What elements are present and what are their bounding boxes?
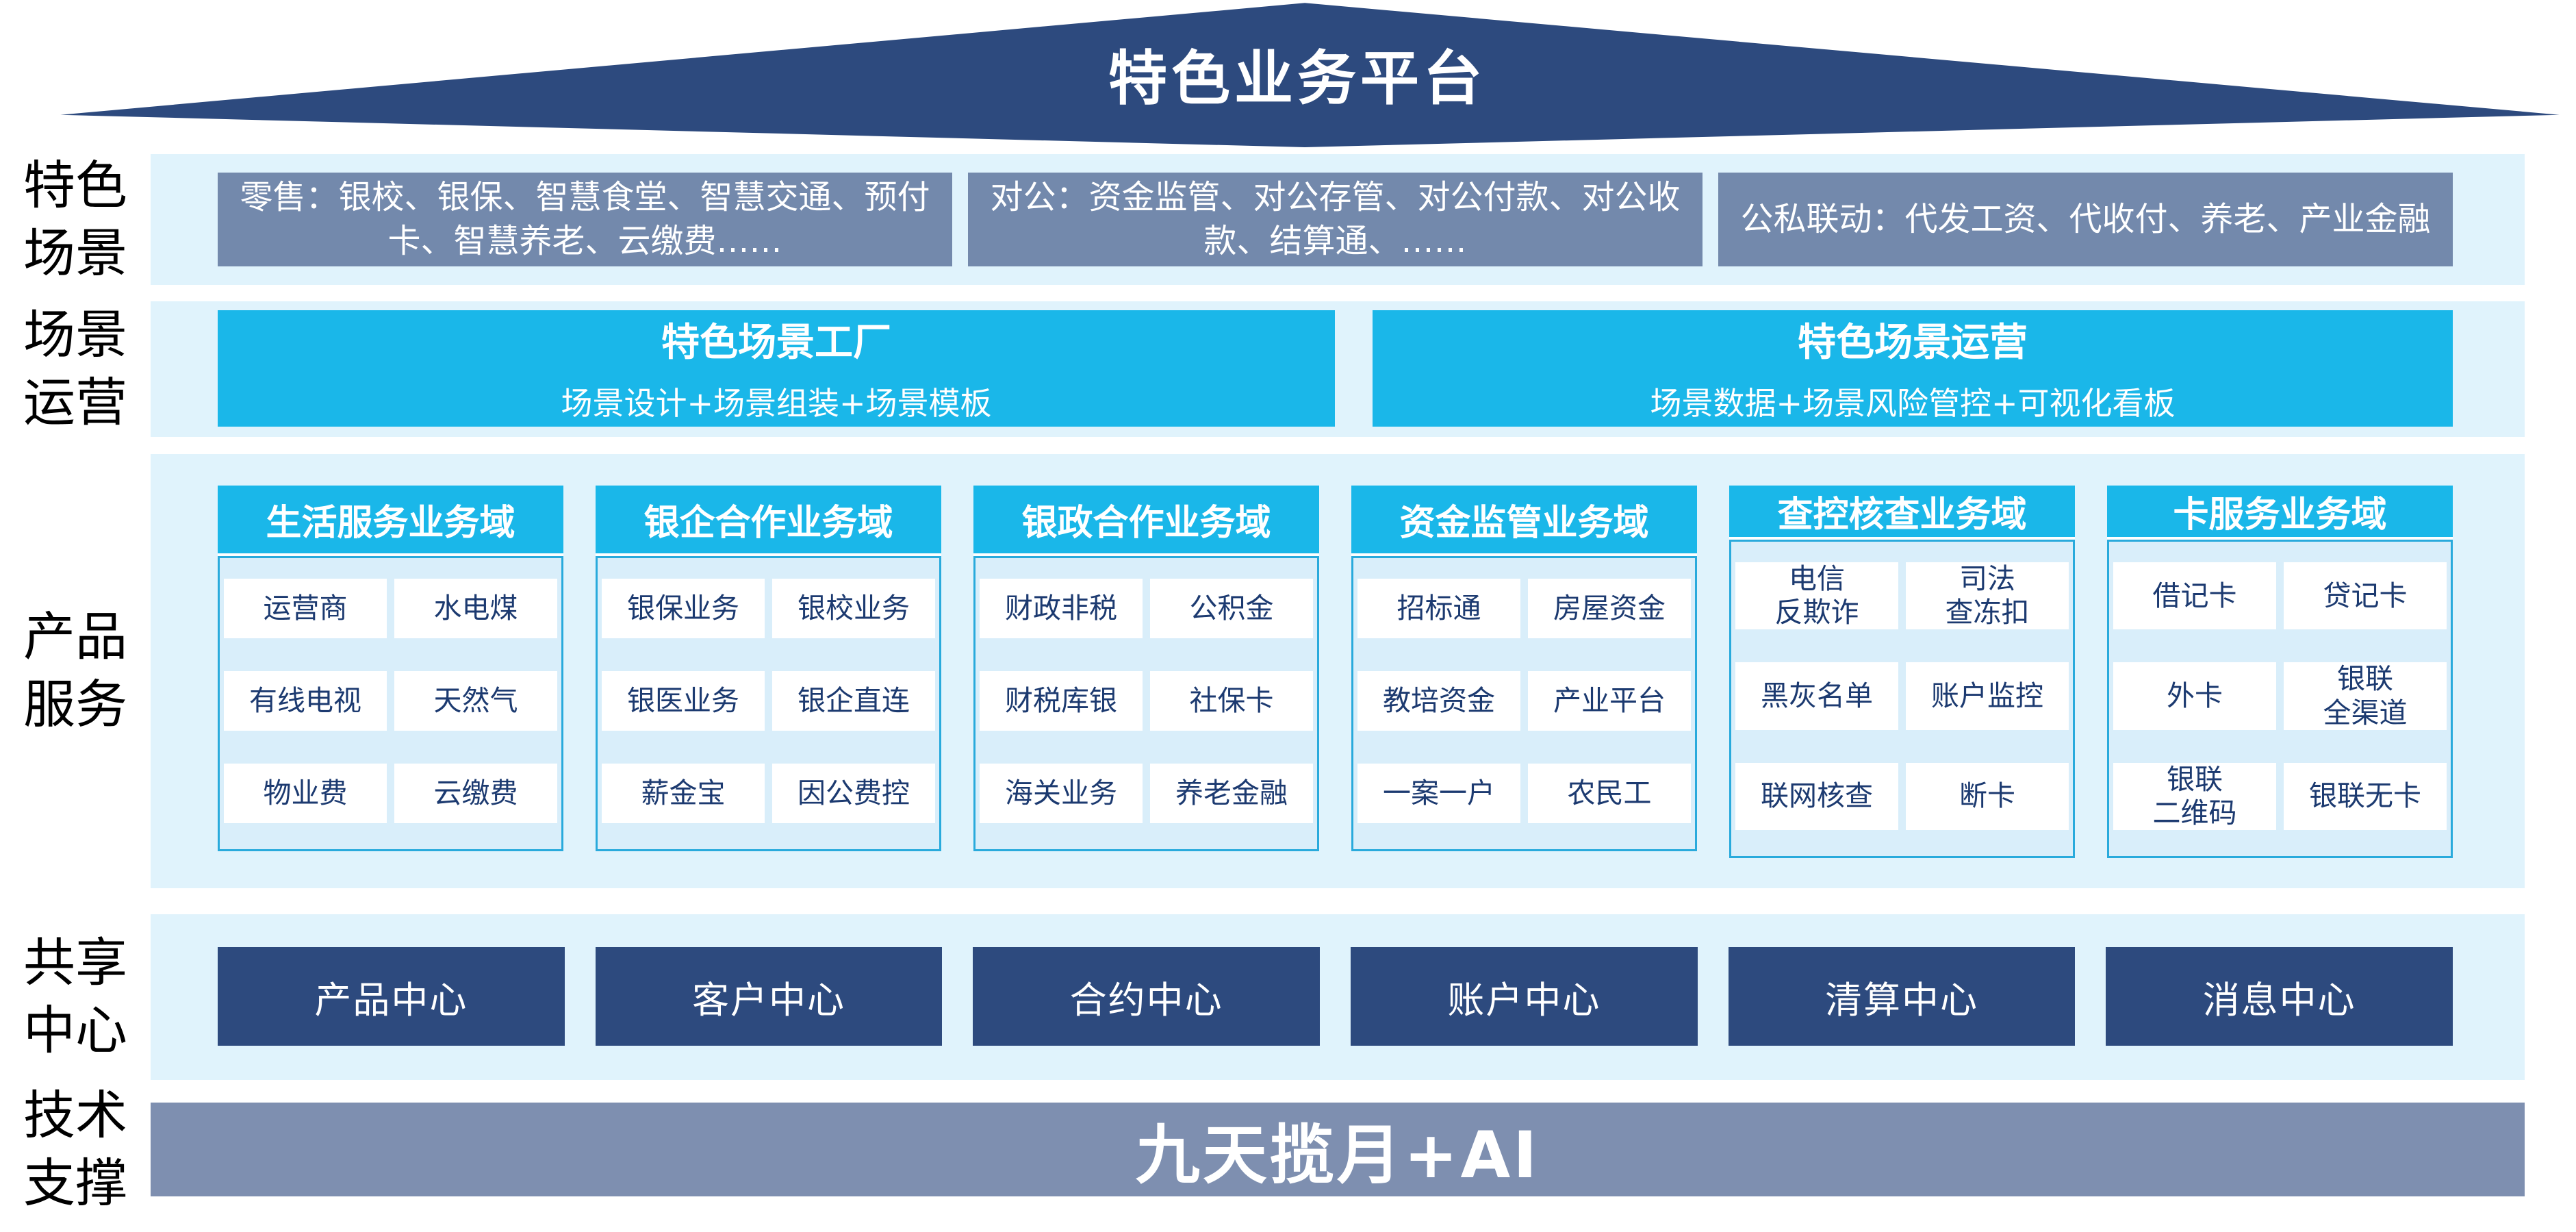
domain-cell: 产业平台 bbox=[1528, 671, 1691, 731]
scene-operation-title: 特色场景运营 bbox=[1798, 320, 2028, 365]
scene-factory-box: 特色场景工厂 场景设计+场景组装+场景模板 bbox=[218, 310, 1335, 427]
scene-operation-box: 特色场景运营 场景数据+场景风险管控+可视化看板 bbox=[1373, 310, 2453, 427]
domain-cell: 银企直连 bbox=[772, 671, 935, 731]
domain-cell: 银联 全渠道 bbox=[2284, 662, 2447, 730]
scene-operation-subtitle: 场景数据+场景风险管控+可视化看板 bbox=[1650, 385, 2176, 423]
domain-cell: 银联 二维码 bbox=[2113, 762, 2276, 831]
domain-header: 查控核查业务域 bbox=[1729, 486, 2075, 537]
domain-body: 财政非税 公积金 财税库银 社保卡 海关业务 养老金融 bbox=[973, 556, 1319, 851]
scene-factory-subtitle: 场景设计+场景组装+场景模板 bbox=[561, 385, 992, 423]
shared-centers-band: 产品中心 客户中心 合约中心 账户中心 清算中心 消息中心 bbox=[151, 914, 2525, 1080]
domain-cell: 教培资金 bbox=[1357, 671, 1520, 731]
domain-cell: 物业费 bbox=[224, 764, 387, 823]
domain-cell: 社保卡 bbox=[1150, 671, 1313, 731]
center-box-contract: 合约中心 bbox=[973, 947, 1321, 1046]
operations-band: 特色场景工厂 场景设计+场景组装+场景模板 特色场景运营 场景数据+场景风险管控… bbox=[151, 301, 2525, 437]
domain-cell: 运营商 bbox=[224, 579, 387, 638]
domain-column-bank-government: 银政合作业务域 财政非税 公积金 财税库银 社保卡 海关业务 养老金融 bbox=[973, 486, 1319, 851]
center-box-product: 产品中心 bbox=[218, 947, 565, 1046]
center-box-customer: 客户中心 bbox=[595, 947, 943, 1046]
domain-cell: 银联无卡 bbox=[2284, 762, 2447, 831]
domain-cell: 联网核查 bbox=[1735, 762, 1898, 831]
domain-cell: 有线电视 bbox=[224, 671, 387, 731]
domain-cell: 银校业务 bbox=[772, 579, 935, 638]
domain-header: 卡服务业务域 bbox=[2107, 486, 2453, 537]
domain-header: 银企合作业务域 bbox=[596, 486, 941, 553]
domain-cell: 海关业务 bbox=[980, 764, 1143, 823]
products-band: 生活服务业务域 运营商 水电煤 有线电视 天然气 物业费 云缴费 银企合作业务域… bbox=[151, 454, 2525, 888]
domain-cell: 银医业务 bbox=[602, 671, 765, 731]
center-box-account: 账户中心 bbox=[1351, 947, 1698, 1046]
domain-cell: 养老金融 bbox=[1150, 764, 1313, 823]
side-label-scenarios: 特色 场景 bbox=[23, 154, 127, 284]
domain-body: 招标通 房屋资金 教培资金 产业平台 一案一户 农民工 bbox=[1351, 556, 1697, 851]
domain-column-card-services: 卡服务业务域 借记卡 贷记卡 外卡 银联 全渠道 银联 二维码 银联无卡 bbox=[2107, 486, 2453, 859]
domain-cell: 财税库银 bbox=[980, 671, 1143, 731]
platform-title: 特色业务平台 bbox=[1108, 45, 1486, 113]
center-box-message: 消息中心 bbox=[2106, 947, 2453, 1046]
center-box-clearing: 清算中心 bbox=[1728, 947, 2076, 1046]
domain-body: 银保业务 银校业务 银医业务 银企直连 薪金宝 因公费控 bbox=[596, 556, 941, 851]
domain-cell: 天然气 bbox=[394, 671, 557, 731]
domain-cell: 黑灰名单 bbox=[1735, 662, 1898, 730]
domain-body: 运营商 水电煤 有线电视 天然气 物业费 云缴费 bbox=[218, 556, 563, 851]
domain-cell: 外卡 bbox=[2113, 662, 2276, 730]
side-label-operations: 场景 运营 bbox=[23, 304, 127, 433]
domain-cell: 银保业务 bbox=[602, 579, 765, 638]
tech-support-title: 九天揽月+AI bbox=[1135, 1118, 1540, 1193]
domain-body: 借记卡 贷记卡 外卡 银联 全渠道 银联 二维码 银联无卡 bbox=[2107, 540, 2453, 859]
domain-cell: 财政非税 bbox=[980, 579, 1143, 638]
scenarios-band: 零售：银校、银保、智慧食堂、智慧交通、预付卡、智慧养老、云缴费…… 对公：资金监… bbox=[151, 154, 2525, 285]
domain-cell: 司法 查冻扣 bbox=[1906, 562, 2069, 630]
domain-column-bank-enterprise: 银企合作业务域 银保业务 银校业务 银医业务 银企直连 薪金宝 因公费控 bbox=[596, 486, 941, 851]
domain-cell: 断卡 bbox=[1906, 762, 2069, 831]
domain-cell: 招标通 bbox=[1357, 579, 1520, 638]
roof-banner: 特色业务平台 bbox=[27, 0, 2567, 147]
side-label-shared-centers: 共享 中心 bbox=[23, 932, 127, 1061]
domain-cell: 公积金 bbox=[1150, 579, 1313, 638]
domain-column-life-services: 生活服务业务域 运营商 水电煤 有线电视 天然气 物业费 云缴费 bbox=[218, 486, 563, 851]
domain-cell: 电信 反欺诈 bbox=[1735, 562, 1898, 630]
domain-column-inspection-verification: 查控核查业务域 电信 反欺诈 司法 查冻扣 黑灰名单 账户监控 联网核查 断卡 bbox=[1729, 486, 2075, 859]
domain-cell: 农民工 bbox=[1528, 764, 1691, 823]
domain-cell: 薪金宝 bbox=[602, 764, 765, 823]
side-label-tech-support: 技术 支撑 bbox=[23, 1084, 127, 1214]
domain-cell: 水电煤 bbox=[394, 579, 557, 638]
scenario-box-corporate: 对公：资金监管、对公存管、对公付款、对公收款、结算通、…… bbox=[968, 173, 1703, 266]
domain-cell: 账户监控 bbox=[1906, 662, 2069, 730]
scenario-box-retail: 零售：银校、银保、智慧食堂、智慧交通、预付卡、智慧养老、云缴费…… bbox=[218, 173, 952, 266]
domain-header: 银政合作业务域 bbox=[973, 486, 1319, 553]
domain-cell: 一案一户 bbox=[1357, 764, 1520, 823]
domain-header: 生活服务业务域 bbox=[218, 486, 563, 553]
domain-cell: 因公费控 bbox=[772, 764, 935, 823]
domain-cell: 云缴费 bbox=[394, 764, 557, 823]
scenario-box-public-private: 公私联动：代发工资、代收付、养老、产业金融 bbox=[1718, 173, 2453, 266]
domain-column-fund-supervision: 资金监管业务域 招标通 房屋资金 教培资金 产业平台 一案一户 农民工 bbox=[1351, 486, 1697, 851]
tech-support-bar: 九天揽月+AI bbox=[151, 1103, 2525, 1196]
domain-cell: 房屋资金 bbox=[1528, 579, 1691, 638]
scene-factory-title: 特色场景工厂 bbox=[661, 320, 891, 365]
domain-header: 资金监管业务域 bbox=[1351, 486, 1697, 553]
domain-cell: 借记卡 bbox=[2113, 562, 2276, 630]
side-label-products: 产品 服务 bbox=[23, 606, 127, 735]
domain-body: 电信 反欺诈 司法 查冻扣 黑灰名单 账户监控 联网核查 断卡 bbox=[1729, 540, 2075, 859]
domain-cell: 贷记卡 bbox=[2284, 562, 2447, 630]
